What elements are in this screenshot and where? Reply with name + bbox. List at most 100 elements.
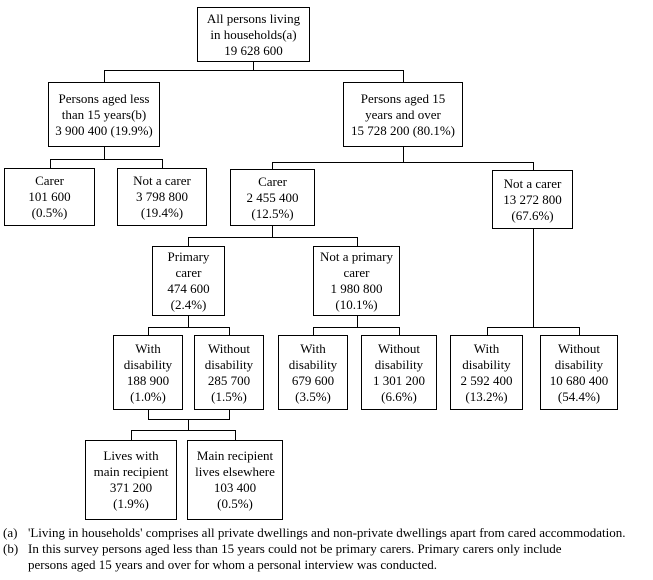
connector-line — [403, 147, 404, 162]
node-line: Not a primary — [320, 249, 393, 264]
node-line: carer — [175, 265, 202, 280]
node-line: years and over — [365, 106, 441, 122]
node-line: (1.0%) — [130, 388, 166, 404]
node-line: Persons aged less — [58, 90, 150, 106]
node-line: disability — [462, 356, 511, 372]
node-line: 103 400 — [213, 480, 257, 495]
connector-line — [313, 327, 314, 335]
node-line: Carer — [35, 173, 64, 188]
connector-line — [148, 419, 230, 420]
footnote-b-text-line2: persons aged 15 years and over for whom … — [28, 557, 438, 572]
node-line: 19 628 600 — [224, 42, 283, 58]
node-not-a-primary-carer: Not a primary carer 1 980 800 (10.1%) — [313, 246, 400, 316]
connector-line — [131, 430, 132, 440]
node-line: Main recipient — [196, 448, 274, 463]
footnote-b: (b) In this survey persons aged less tha… — [3, 541, 651, 573]
connector-line — [403, 70, 404, 82]
node-primary-carer: Primary carer 474 600 (2.4%) — [152, 246, 225, 316]
node-line: disability — [554, 356, 604, 372]
node-line: (67.6%) — [511, 207, 554, 223]
node-line: 15 728 200 (80.1%) — [351, 122, 455, 138]
node-line: in households(a) — [210, 26, 297, 42]
connector-line — [104, 147, 105, 159]
connector-line — [253, 62, 254, 70]
node-not-primary-carer-with-disability: With disability 679 600 (3.5%) — [278, 335, 348, 410]
node-not-carer-without-disability: Without disability 10 680 400 (54.4%) — [540, 335, 618, 410]
node-line: 3 798 800 — [136, 189, 188, 204]
node-line: (19.4%) — [140, 205, 184, 220]
node-line: 101 600 — [28, 189, 71, 204]
connector-line — [188, 419, 189, 430]
connector-line — [272, 226, 273, 237]
connector-line — [131, 430, 236, 431]
connector-line — [399, 327, 400, 335]
footnote-b-label: (b) — [3, 541, 19, 556]
node-line: 10 680 400 — [549, 372, 609, 388]
node-line: carer — [343, 265, 370, 280]
node-line: Not a carer — [503, 175, 562, 191]
node-line: 285 700 — [207, 372, 251, 388]
node-line: (0.5%) — [31, 205, 68, 220]
node-line: 2 592 400 — [460, 372, 513, 388]
node-line: (1.9%) — [113, 496, 149, 511]
footnote-a: (a) 'Living in households' comprises all… — [3, 525, 651, 541]
node-over15-carer: Carer 2 455 400 (12.5%) — [230, 169, 315, 226]
node-line: 2 455 400 — [246, 189, 299, 205]
node-line: (12.5%) — [251, 205, 294, 221]
node-line: Lives with — [103, 448, 159, 463]
node-line: disability — [123, 356, 173, 372]
connector-line — [313, 327, 400, 328]
node-line: disability — [374, 356, 424, 372]
connector-line — [148, 327, 149, 335]
node-line: 371 200 — [109, 480, 153, 495]
connector-line — [487, 327, 488, 335]
node-over15-not-a-carer: Not a carer 13 272 800 (67.6%) — [492, 170, 573, 229]
node-persons-aged-15-and-over: Persons aged 15 years and over 15 728 20… — [343, 82, 463, 147]
connector-line — [188, 316, 189, 327]
connector-line — [272, 162, 273, 169]
node-line: than 15 years(b) — [61, 106, 147, 122]
node-line: Without — [377, 340, 421, 356]
connector-line — [272, 162, 534, 163]
node-line: Carer — [258, 173, 287, 189]
connector-line — [188, 237, 358, 238]
connector-line — [104, 70, 404, 71]
node-all-persons-living-in-households: All persons living in households(a) 19 6… — [197, 7, 310, 62]
node-line: (13.2%) — [465, 388, 508, 404]
node-primary-carer-without-disability: Without disability 285 700 (1.5%) — [194, 335, 264, 410]
connector-line — [148, 327, 230, 328]
connector-line — [188, 237, 189, 246]
node-line: (3.5%) — [295, 388, 331, 404]
node-line: 3 900 400 (19.9%) — [55, 122, 153, 138]
node-line: Without — [207, 340, 251, 356]
connector-line — [579, 327, 580, 335]
connector-line — [162, 159, 163, 168]
footnotes: (a) 'Living in households' comprises all… — [3, 525, 651, 573]
connector-line — [50, 159, 51, 168]
node-primary-carer-with-disability: With disability 188 900 (1.0%) — [113, 335, 183, 410]
node-not-primary-carer-without-disability: Without disability 1 301 200 (6.6%) — [361, 335, 437, 410]
node-line: 1 980 800 — [330, 281, 383, 296]
connector-line — [148, 410, 149, 419]
connector-line — [229, 410, 230, 419]
node-line: 13 272 800 — [503, 191, 562, 207]
node-not-carer-with-disability: With disability 2 592 400 (13.2%) — [450, 335, 523, 410]
node-line: (0.5%) — [217, 496, 253, 511]
node-line: With — [135, 340, 161, 356]
connector-line — [533, 229, 534, 327]
node-line: (10.1%) — [335, 297, 378, 312]
node-lives-with-main-recipient: Lives with main recipient 371 200 (1.9%) — [85, 440, 177, 520]
connector-line — [487, 327, 580, 328]
connector-line — [357, 237, 358, 246]
node-line: With — [300, 340, 326, 356]
connector-line — [357, 316, 358, 327]
node-line: Without — [557, 340, 601, 356]
footnote-b-text-line1: In this survey persons aged less than 15… — [28, 541, 562, 556]
connector-line — [533, 162, 534, 170]
node-line: main recipient — [93, 464, 169, 479]
node-line: 188 900 — [126, 372, 170, 388]
node-main-recipient-lives-elsewhere: Main recipient lives elsewhere 103 400 (… — [187, 440, 283, 520]
node-persons-aged-less-than-15: Persons aged less than 15 years(b) 3 900… — [48, 82, 160, 147]
node-line: 474 600 — [167, 281, 210, 296]
